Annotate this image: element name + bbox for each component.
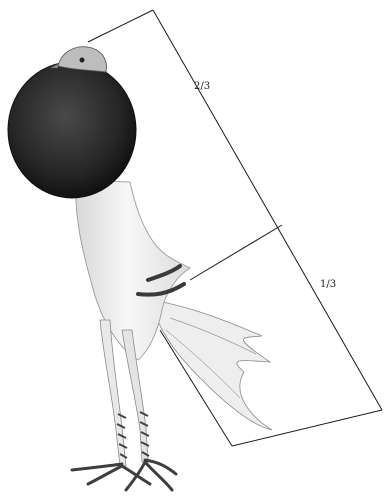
pigeon-illustration [8, 47, 272, 490]
bottom-tick-line [232, 410, 382, 446]
pigeon-tail [150, 300, 272, 430]
pigeon-crop [8, 62, 136, 198]
label-two-thirds: 2/3 [194, 81, 210, 92]
divider-line [190, 225, 282, 280]
top-tick-line [88, 10, 153, 42]
label-one-third: 1/3 [320, 279, 336, 290]
pigeon-eye [80, 58, 85, 63]
